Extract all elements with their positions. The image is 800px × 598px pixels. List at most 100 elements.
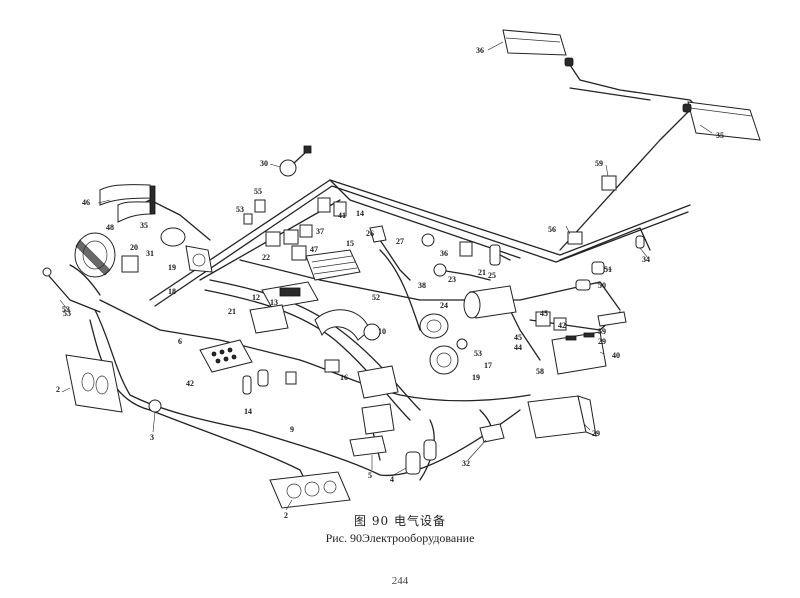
callout-52: 52: [372, 293, 380, 302]
headlamp-18-right-icon: [429, 345, 459, 375]
lamp-55-icon: [254, 199, 266, 213]
lamp-35-icon: [635, 235, 645, 249]
starter-16-icon: [419, 313, 449, 339]
callout-37: 36: [440, 249, 448, 258]
callout-30: 30: [260, 159, 268, 168]
callout-57: 59: [595, 159, 603, 168]
callout-23: 23: [448, 275, 456, 284]
callout-35: 34: [642, 255, 650, 264]
connector-31-icon: [479, 423, 505, 443]
connector-4-icon: [405, 439, 437, 475]
callout-9: 9: [290, 425, 294, 434]
bulb-13-icon: [242, 369, 269, 395]
relay-block-22-icon: [265, 229, 307, 261]
callout-24: 24: [440, 301, 448, 310]
antenna-53-icon: [42, 267, 101, 313]
callout-32: 31: [146, 249, 154, 258]
generator-24-25-icon: [463, 285, 517, 319]
bulb-32-icon: [160, 227, 186, 247]
relay-19-icon: [121, 255, 139, 273]
callout-41: 42: [558, 321, 566, 330]
callout-19: 20: [130, 243, 138, 252]
horn-47-icon: [99, 184, 156, 223]
relay-57-icon: [601, 175, 617, 191]
callout-13a: 14: [356, 209, 364, 218]
headlamp-18-left-icon: [185, 245, 213, 273]
callout-58: 58: [536, 367, 544, 376]
callout-2b: 2: [284, 511, 288, 520]
callout-18b: 19: [472, 373, 480, 382]
relay-38-icon: [299, 224, 313, 238]
callout-22: 22: [262, 253, 270, 262]
callout-29: 29: [598, 337, 606, 346]
callout-6: 6: [178, 337, 182, 346]
module-11-12-icon: [261, 281, 319, 309]
callout-28: 29: [592, 429, 600, 438]
figure-caption-chinese: 图 90 电气设备: [354, 514, 446, 528]
switch-panel-2-lower-icon: [269, 471, 351, 509]
callout-53a: 53: [63, 309, 71, 318]
lamp-3-icon: [148, 399, 162, 413]
callout-27: 27: [396, 237, 404, 246]
callout-51: 51: [604, 265, 612, 274]
switch-panel-2-left-icon: [65, 354, 123, 413]
connector-49-icon: [74, 232, 116, 278]
callout-45: 45: [514, 333, 522, 342]
callout-56: 56: [548, 225, 556, 234]
callout-21: 21: [478, 268, 486, 277]
callout-26: 26: [366, 229, 374, 238]
callout-40: 40: [612, 351, 620, 360]
fuse-box-14-icon: [305, 249, 361, 281]
callout-47: 46: [82, 198, 90, 207]
callout-3: 3: [150, 433, 154, 442]
relay-46-icon: [535, 311, 551, 327]
sensor-21-icon: [489, 244, 501, 266]
module-20-icon: [249, 304, 289, 334]
callout-16: 17: [484, 361, 492, 370]
relay-43-icon: [317, 197, 347, 217]
sensor-30-icon: [279, 145, 312, 177]
callout-44: 44: [514, 343, 522, 352]
connector-9-icon: [285, 371, 297, 385]
callout-55: 55: [254, 187, 262, 196]
connector-block-42-icon: [199, 339, 253, 373]
sensor-53-icon: [456, 338, 468, 350]
callout-25: 25: [488, 271, 496, 280]
lamp-34-icon: [502, 29, 574, 67]
assembly-5-icon: [349, 365, 399, 457]
lamp-33-icon: [682, 101, 761, 141]
callout-53: 53: [62, 305, 70, 314]
instrument-cover-10-icon: [314, 309, 381, 341]
page-number: 244: [391, 575, 409, 587]
sensor-27-icon: [421, 233, 435, 247]
callout-labels: 36 35 59 30 46 55 53 41 14 37 35 48 20 3…: [56, 46, 724, 520]
components: [42, 29, 761, 509]
callout-48: 47: [310, 245, 318, 254]
lamp-50-icon: [575, 279, 591, 291]
callout-leaders: [59, 41, 713, 511]
switch-15-icon: [324, 359, 340, 373]
callout-15: 16: [340, 373, 348, 382]
callout-39: 38: [418, 281, 426, 290]
callout-46: 45: [540, 309, 548, 318]
callout-36: 35: [140, 221, 148, 230]
callout-53b: 53: [474, 349, 482, 358]
callout-43: 41: [338, 211, 346, 220]
callout-42: 42: [186, 379, 194, 388]
part-29-icon: [597, 311, 627, 327]
callout-5: 5: [368, 471, 372, 480]
callout-13b: 14: [244, 407, 252, 416]
callout-12: 13: [270, 298, 278, 307]
figure-caption-russian: Рис. 90Электрооборудование: [325, 531, 475, 545]
callout-20: 21: [228, 307, 236, 316]
callout-10: 10: [378, 327, 386, 336]
clip-26-icon: [369, 225, 387, 243]
callout-34: 36: [476, 46, 484, 55]
battery-box-28-icon: [527, 395, 597, 439]
lamp-51-icon: [591, 261, 605, 275]
relay-41-icon: [553, 317, 567, 331]
callout-33: 35: [716, 131, 724, 140]
callout-14: 15: [346, 239, 354, 248]
